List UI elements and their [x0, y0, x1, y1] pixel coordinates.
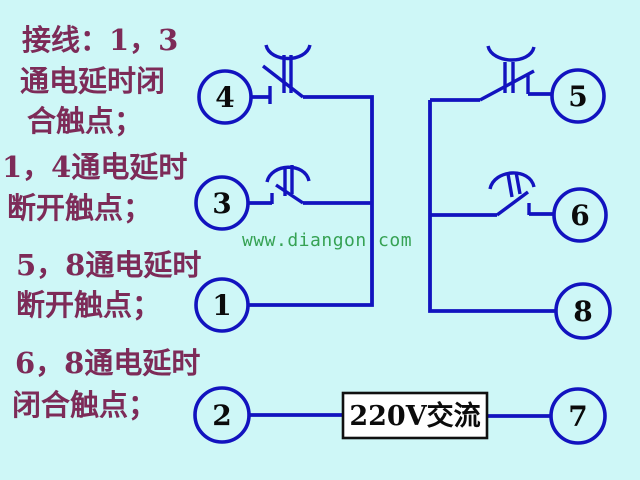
terminal-4-label: 4	[215, 81, 234, 114]
note-line-7: 断开触点；	[16, 288, 162, 322]
terminal-3-label: 3	[212, 187, 231, 220]
delay-dome-arc	[488, 171, 536, 190]
terminal-4-circle	[197, 69, 253, 125]
right-bus-wire	[428, 100, 556, 313]
left-bus-and-wires	[248, 95, 374, 307]
note-line-2: 通电延时闭	[20, 64, 166, 98]
terminal-6-label: 6	[570, 199, 589, 232]
terminal-2-label: 2	[212, 399, 231, 432]
right-bus-and-wires	[428, 98, 556, 313]
terminal-2-circle	[193, 386, 251, 444]
note-line-9: 闭合触点；	[12, 388, 158, 422]
contact-blade	[275, 183, 304, 205]
power-supply-label: 220V交流	[349, 400, 480, 432]
delay-dome-arc	[265, 165, 311, 183]
terminal-5-circle	[550, 68, 606, 124]
delay-contact-mid-right	[488, 171, 554, 217]
contact-blade	[495, 190, 530, 217]
note-line-1: 接线：1，3	[22, 23, 179, 57]
note-line-6: 5，8通电延时	[16, 248, 202, 282]
delay-stem-lines	[283, 165, 294, 196]
terminal-3-circle	[194, 175, 250, 231]
delay-contact-mid-left	[248, 165, 311, 205]
delay-stem-lines	[282, 55, 293, 93]
delay-cup-arc	[486, 45, 536, 62]
power-supply-row: 220V交流	[249, 391, 551, 440]
delay-contact-top-right	[479, 45, 552, 102]
note-line-3: 合触点；	[27, 104, 144, 138]
power-supply-box	[341, 391, 489, 440]
terminal-8-label: 8	[573, 295, 592, 328]
contact-blade	[479, 69, 535, 102]
note-line-8: 6，8通电延时	[15, 346, 201, 380]
terminal-7-circle	[549, 387, 607, 445]
delay-stem-lines	[503, 62, 515, 93]
terminal-7-label: 7	[568, 400, 587, 433]
delay-cup-arc	[264, 44, 312, 61]
note-line-5: 断开触点；	[7, 191, 153, 225]
delay-stem-lines	[506, 171, 522, 198]
terminal-6-circle	[552, 187, 608, 243]
delay-contact-top-left	[251, 44, 312, 104]
left-bus-wire	[248, 95, 374, 307]
terminals: 4 3 1 2 5 6 8 7	[193, 68, 612, 445]
watermark-url: www.diangon.com	[242, 230, 413, 251]
terminal-5-label: 5	[568, 80, 587, 113]
note-line-4: 1，4通电延时	[2, 150, 188, 184]
terminal-1-circle	[194, 277, 250, 333]
terminal-8-circle	[554, 282, 612, 340]
terminal-1-label: 1	[212, 289, 231, 322]
